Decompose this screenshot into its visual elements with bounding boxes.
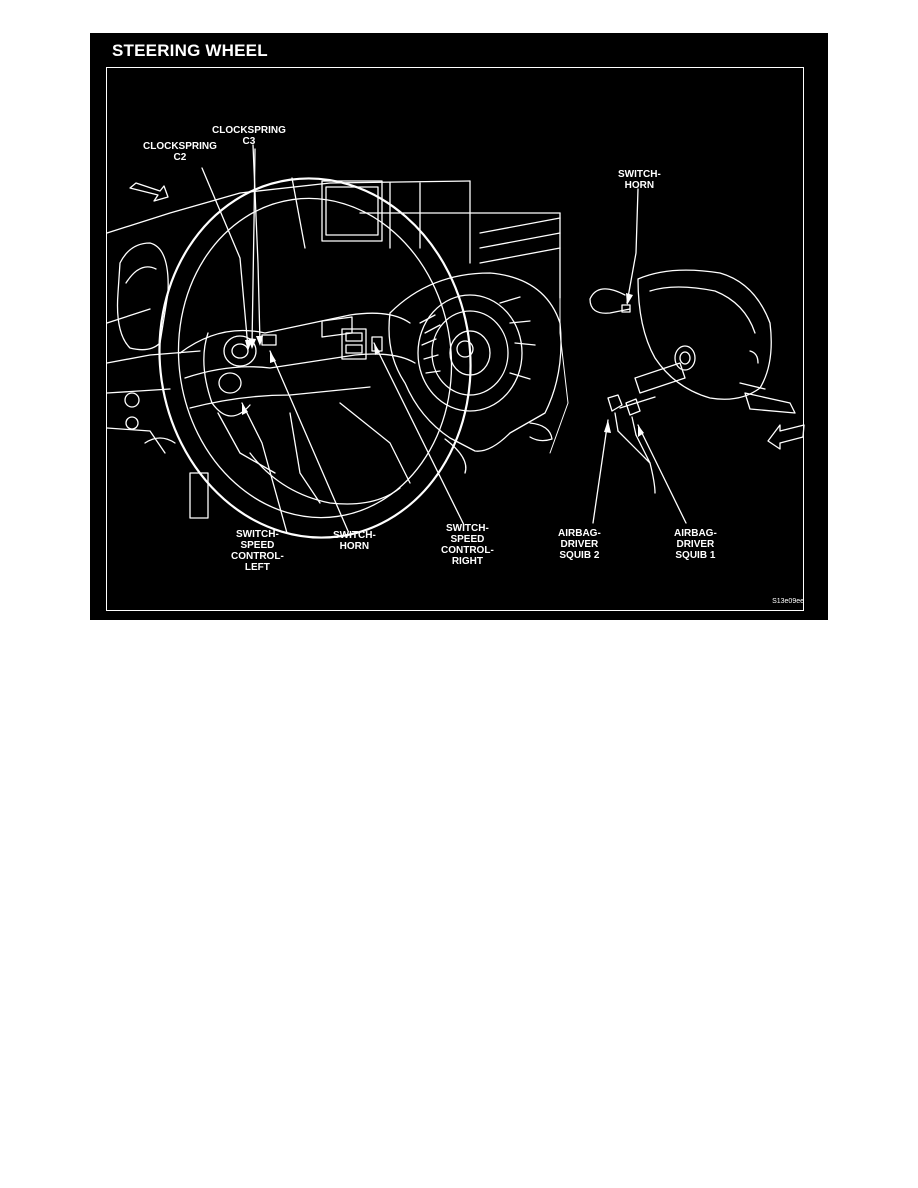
label-line: AIRBAG- <box>558 528 601 539</box>
steering-wheel-hub <box>179 312 416 505</box>
label-line: CONTROL- <box>441 545 494 556</box>
label-airbag-driver-squib-1: AIRBAG- DRIVER SQUIB 1 <box>674 528 717 561</box>
airbag-module-center <box>388 272 562 474</box>
label-line: CONTROL- <box>231 551 284 562</box>
label-line: LEFT <box>244 562 270 573</box>
steering-wheel-rim <box>158 177 472 539</box>
leader-arrowheads <box>242 293 644 437</box>
diagram-figure: STEERING WHEEL <box>90 33 828 620</box>
speed-control-right-block <box>341 328 383 360</box>
label-line: HORN <box>339 541 370 552</box>
label-line: SPEED <box>450 534 485 545</box>
label-line: SWITCH- <box>446 523 489 534</box>
figure-title: STEERING WHEEL <box>112 41 268 60</box>
label-line: CLOCKSPRING <box>212 125 286 136</box>
label-line: DRIVER <box>676 539 715 550</box>
forward-arrow-bottom-right <box>767 424 805 450</box>
label-line: SWITCH- <box>333 530 376 541</box>
inner-frame <box>106 67 804 611</box>
label-switch-horn-top: SWITCH- HORN <box>618 169 661 191</box>
label-line: SQUIB 1 <box>675 550 716 561</box>
label-clockspring-c3: CLOCKSPRING C3 <box>212 125 286 147</box>
label-line: RIGHT <box>451 556 483 567</box>
forward-arrow-top-left <box>129 182 169 202</box>
steering-wheel-illustration <box>106 144 805 539</box>
airbag-module-exploded <box>589 269 796 494</box>
label-line: SPEED <box>240 540 275 551</box>
label-line: SQUIB 2 <box>559 550 600 561</box>
label-line: AIRBAG- <box>674 528 717 539</box>
leader-lines <box>201 144 687 534</box>
dashboard-outline <box>106 177 561 519</box>
label-line: C2 <box>173 152 187 163</box>
label-line: DRIVER <box>560 539 599 550</box>
label-switch-speed-control-left: SWITCH- SPEED CONTROL- LEFT <box>231 529 284 573</box>
label-switch-horn-bottom: SWITCH- HORN <box>333 530 376 552</box>
figure-code: S13e09ee <box>772 598 804 605</box>
label-line: SWITCH- <box>236 529 279 540</box>
label-switch-speed-control-right: SWITCH- SPEED CONTROL- RIGHT <box>441 523 494 567</box>
label-line: HORN <box>624 180 655 191</box>
label-line: SWITCH- <box>618 169 661 180</box>
label-line: C3 <box>242 136 256 147</box>
label-line: CLOCKSPRING <box>143 141 217 152</box>
label-airbag-driver-squib-2: AIRBAG- DRIVER SQUIB 2 <box>558 528 601 561</box>
label-clockspring-c2: CLOCKSPRING C2 <box>143 141 217 163</box>
section-edge <box>549 212 569 454</box>
